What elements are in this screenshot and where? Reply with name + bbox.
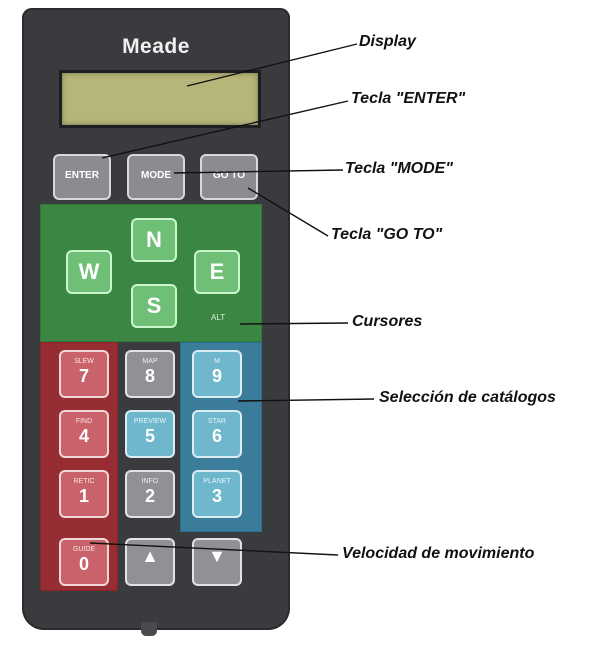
north-key[interactable]: N: [131, 218, 177, 262]
speed-leader: [89, 542, 339, 556]
lcd-display: [59, 70, 261, 128]
mode-callout: Tecla "MODE": [345, 160, 453, 177]
enter-callout: Tecla "ENTER": [351, 90, 466, 107]
enter-key[interactable]: ENTER: [53, 154, 111, 200]
display-leader: [186, 43, 358, 87]
alt-label: ALT: [211, 313, 226, 322]
cursors-leader: [239, 322, 349, 325]
south-key[interactable]: S: [131, 284, 177, 328]
cable-connector: [141, 622, 157, 636]
goto-callout: Tecla "GO TO": [331, 226, 443, 243]
catalogs-callout: Selección de catálogos: [379, 389, 556, 406]
goto-leader: [247, 187, 329, 237]
scroll-down-key[interactable]: ▼: [192, 538, 242, 586]
display-callout: Display: [359, 33, 416, 50]
brand-logo: Meade: [122, 35, 190, 58]
mode-leader: [173, 169, 344, 174]
catalogs-leader: [237, 398, 375, 402]
west-key[interactable]: W: [66, 250, 112, 294]
mode-key[interactable]: MODE: [127, 154, 185, 200]
east-key[interactable]: E: [194, 250, 240, 294]
goto-key[interactable]: GO TO: [200, 154, 258, 200]
cursors-callout: Cursores: [352, 313, 423, 330]
speed-callout: Velocidad de movimiento: [342, 545, 535, 562]
enter-leader: [101, 100, 349, 159]
